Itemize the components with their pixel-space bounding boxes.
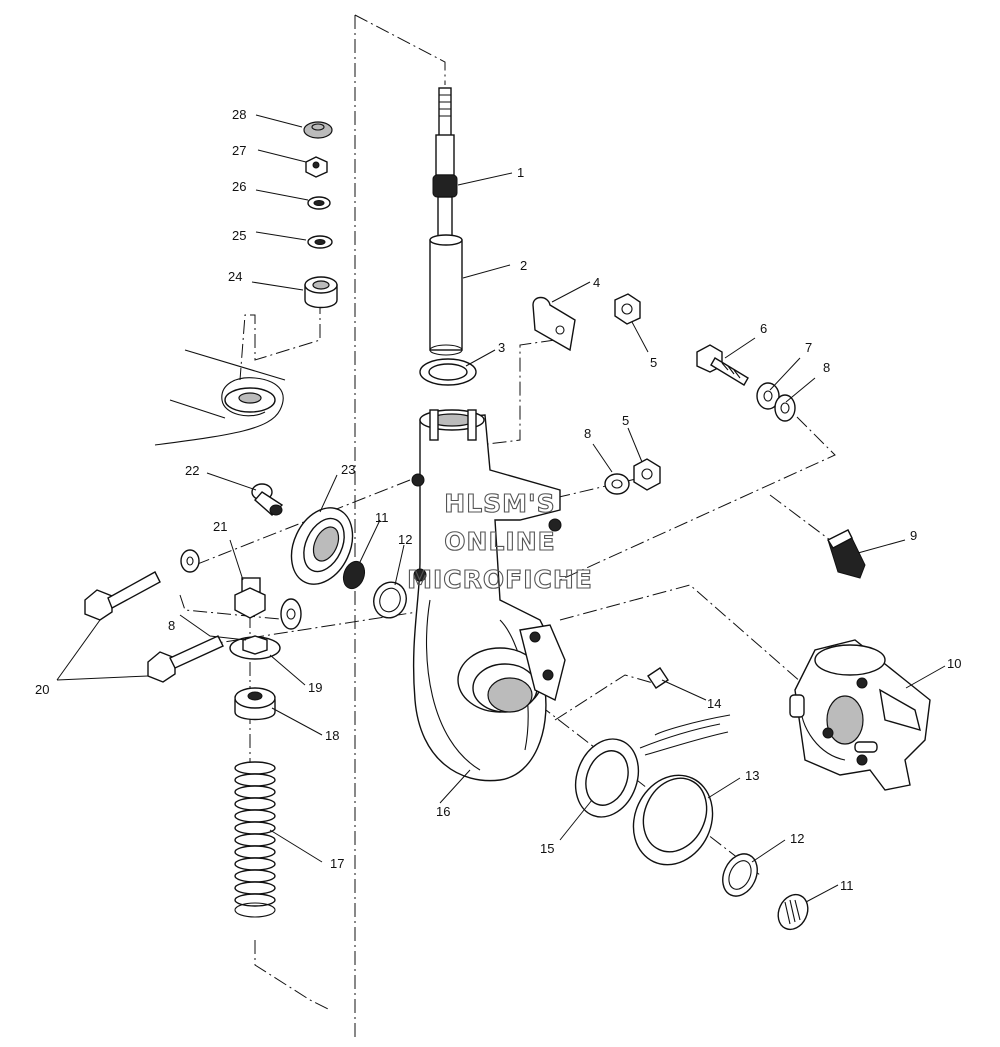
spring-coil-turn xyxy=(234,869,276,883)
spring-coil-turn xyxy=(234,857,276,871)
callout-7: 7 xyxy=(805,340,812,355)
grease-seal-23 xyxy=(290,507,354,585)
callout-12-left: 12 xyxy=(398,532,412,547)
nut-middle xyxy=(633,458,661,491)
washer-25 xyxy=(307,235,333,249)
bracket-clip xyxy=(532,296,576,352)
callout-11-left: 11 xyxy=(375,510,389,525)
spring-coil-turn xyxy=(234,785,276,799)
friction-pad xyxy=(826,529,866,579)
callout-15: 15 xyxy=(540,841,554,856)
callout-27: 27 xyxy=(232,143,246,158)
washer-left-b xyxy=(280,598,302,630)
callout-16: 16 xyxy=(436,804,450,819)
washer-middle xyxy=(604,473,630,495)
spring-coil-turn xyxy=(234,833,276,847)
bearing-cup-left xyxy=(373,581,407,619)
nut-27 xyxy=(305,156,328,178)
flange-nut xyxy=(229,635,281,660)
grease-seal-15 xyxy=(574,738,640,818)
callout-17: 17 xyxy=(330,856,344,871)
leader-lines xyxy=(56,114,946,903)
bearing-race-13 xyxy=(632,774,714,866)
spring-coil-turn xyxy=(234,809,276,823)
callout-8-middle: 8 xyxy=(584,426,591,441)
callout-22: 22 xyxy=(185,463,199,478)
callout-11-right: 11 xyxy=(840,878,854,893)
washer-8-right xyxy=(774,394,796,422)
callout-13: 13 xyxy=(745,768,759,783)
seal-ring xyxy=(419,358,477,386)
callout-labels: 1 2 3 4 5 5 6 7 8 8 8 9 10 11 11 12 12 1… xyxy=(35,107,961,893)
strut-shaft xyxy=(432,87,458,243)
spring-coil-turn xyxy=(234,797,276,811)
callout-10: 10 xyxy=(947,656,961,671)
brake-caliper xyxy=(789,639,931,791)
washer-7 xyxy=(756,382,780,410)
watermark-line-1: HLSM'S xyxy=(444,489,555,518)
strut-cartridge xyxy=(429,234,463,356)
callout-25: 25 xyxy=(232,228,246,243)
brake-sensor xyxy=(639,667,731,756)
callout-19: 19 xyxy=(308,680,322,695)
watermark-line-3: MICROFICHE xyxy=(407,565,593,594)
callout-26: 26 xyxy=(232,179,246,194)
bolt-6 xyxy=(696,344,749,386)
callout-4: 4 xyxy=(593,275,600,290)
spindle-housing xyxy=(411,409,566,782)
nut-upper xyxy=(614,293,641,325)
spring-coil-turn xyxy=(234,821,276,835)
callout-18: 18 xyxy=(325,728,339,743)
grease-fitting xyxy=(251,483,284,516)
callout-24: 24 xyxy=(228,269,242,284)
spring-end-coil xyxy=(234,902,276,918)
callout-23: 23 xyxy=(341,462,355,477)
spring-coil-turn xyxy=(234,761,276,775)
callout-8-right: 8 xyxy=(823,360,830,375)
control-arm xyxy=(154,349,286,446)
roller-bearing-right xyxy=(777,893,809,931)
spring-coil-turn xyxy=(234,845,276,859)
callout-3: 3 xyxy=(498,340,505,355)
spring-coil-turn xyxy=(234,893,276,907)
bolt-upper-left xyxy=(84,571,161,621)
spring-coil-turn xyxy=(234,773,276,787)
coil-spring xyxy=(234,761,276,918)
callout-2: 2 xyxy=(520,258,527,273)
callout-28: 28 xyxy=(232,107,246,122)
callout-8-left: 8 xyxy=(168,618,175,633)
watermark: HLSM'S ONLINE MICROFICHE xyxy=(407,488,593,594)
callout-6: 6 xyxy=(760,321,767,336)
callout-1: 1 xyxy=(517,165,524,180)
callout-12-right: 12 xyxy=(790,831,804,846)
callout-14: 14 xyxy=(707,696,721,711)
roller-bearing-left xyxy=(342,560,366,590)
bolt-lower-left xyxy=(147,635,224,683)
watermark-line-2: ONLINE xyxy=(444,527,555,556)
callout-21: 21 xyxy=(213,519,227,534)
callout-9: 9 xyxy=(910,528,917,543)
callout-5-middle: 5 xyxy=(622,413,629,428)
washer-26 xyxy=(307,196,331,210)
callout-20: 20 xyxy=(35,682,49,697)
cap-28 xyxy=(303,121,333,139)
bearing-cup-right xyxy=(722,853,758,897)
spring-bushing xyxy=(234,687,276,721)
callout-5-upper: 5 xyxy=(650,355,657,370)
adjuster-fitting xyxy=(234,577,266,619)
spring-coil-turn xyxy=(234,881,276,895)
washer-left-a xyxy=(180,549,200,573)
bushing-24 xyxy=(304,276,338,309)
